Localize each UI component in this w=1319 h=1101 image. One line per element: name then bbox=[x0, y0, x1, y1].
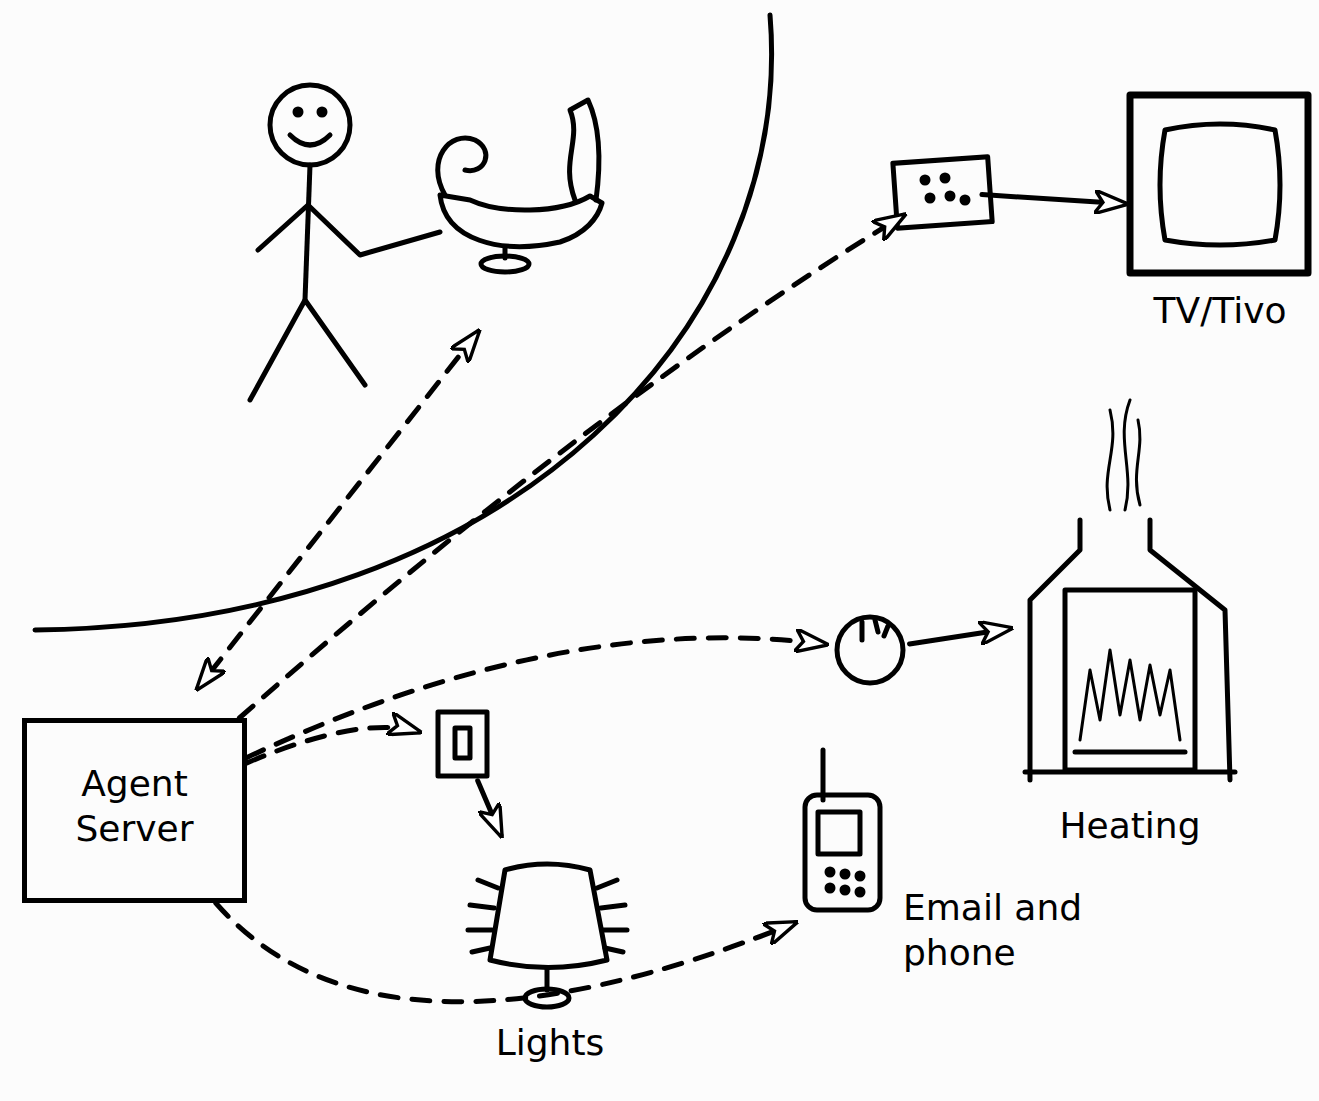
tv-drawing bbox=[1130, 95, 1308, 273]
solid-link bbox=[478, 781, 501, 835]
dashed-link bbox=[216, 903, 795, 1002]
boundary-arc bbox=[35, 15, 772, 630]
phone-drawing bbox=[805, 750, 880, 910]
connector bbox=[247, 727, 501, 835]
solid-link bbox=[910, 628, 1010, 643]
connector bbox=[216, 903, 795, 1002]
dashed-link bbox=[247, 638, 825, 758]
device-node: Lights bbox=[470, 835, 630, 1065]
device-node: Heating bbox=[1010, 375, 1250, 845]
remote-control bbox=[893, 157, 992, 228]
device-node: TV/Tivo bbox=[1125, 90, 1315, 330]
genie-lamp bbox=[438, 100, 602, 272]
node-label: Agent Server bbox=[52, 761, 217, 851]
dashed-link bbox=[247, 727, 419, 762]
thermostat-dial bbox=[837, 617, 903, 683]
node-label: TV/Tivo bbox=[1125, 288, 1315, 333]
light-switch bbox=[438, 712, 487, 776]
node-label: Lights bbox=[470, 1020, 630, 1065]
node-label: Heating bbox=[1010, 803, 1250, 848]
connector bbox=[247, 628, 1010, 757]
fireplace-drawing bbox=[1025, 400, 1235, 780]
server-box: Agent Server bbox=[22, 718, 247, 903]
device-node: Email and phone bbox=[795, 745, 1095, 980]
solid-link bbox=[982, 195, 1125, 204]
node-label: Email and phone bbox=[903, 885, 1093, 975]
stick-figure bbox=[250, 85, 440, 400]
